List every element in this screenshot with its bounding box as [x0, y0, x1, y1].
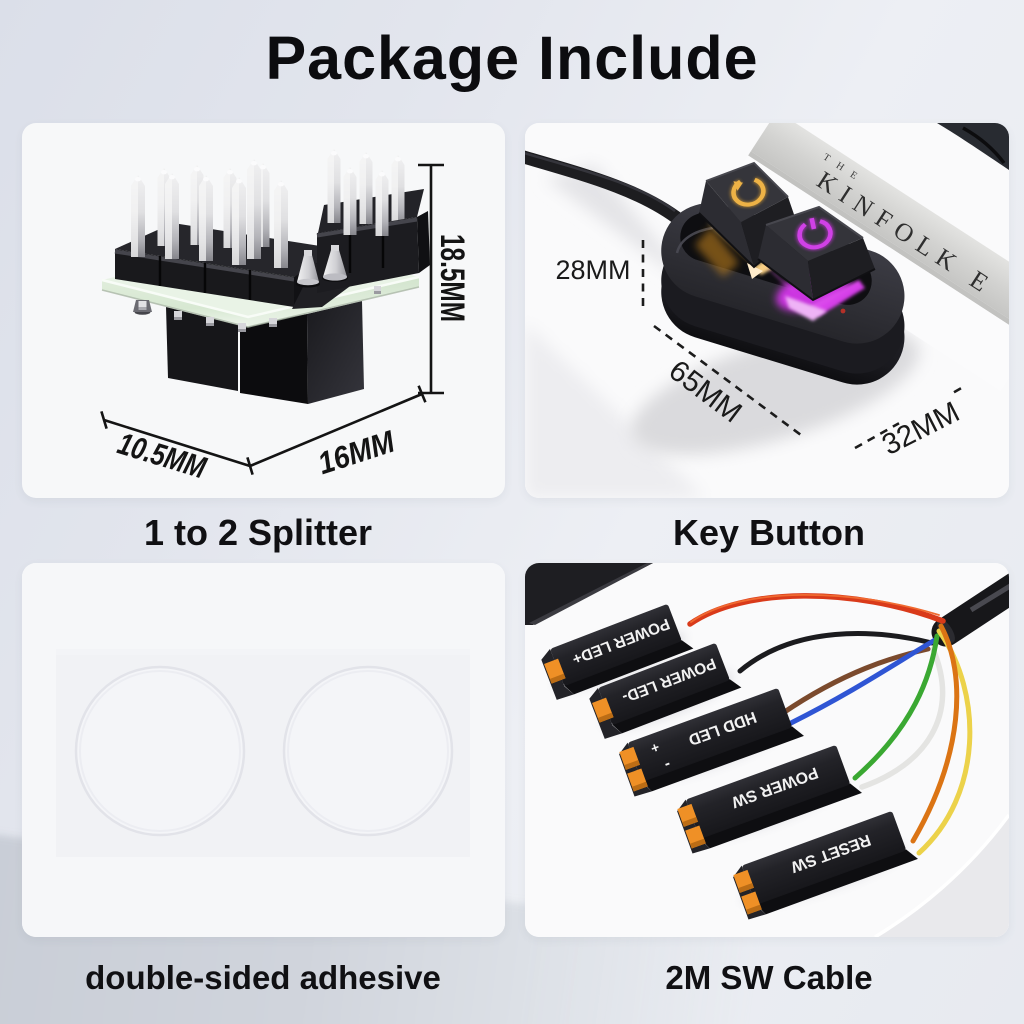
- svg-text:28MM: 28MM: [555, 255, 630, 285]
- svg-text:16MM: 16MM: [314, 423, 400, 481]
- svg-text:18.5MM: 18.5MM: [433, 234, 471, 322]
- svg-text:-: -: [662, 755, 673, 773]
- svg-text:10.5MM: 10.5MM: [114, 426, 211, 486]
